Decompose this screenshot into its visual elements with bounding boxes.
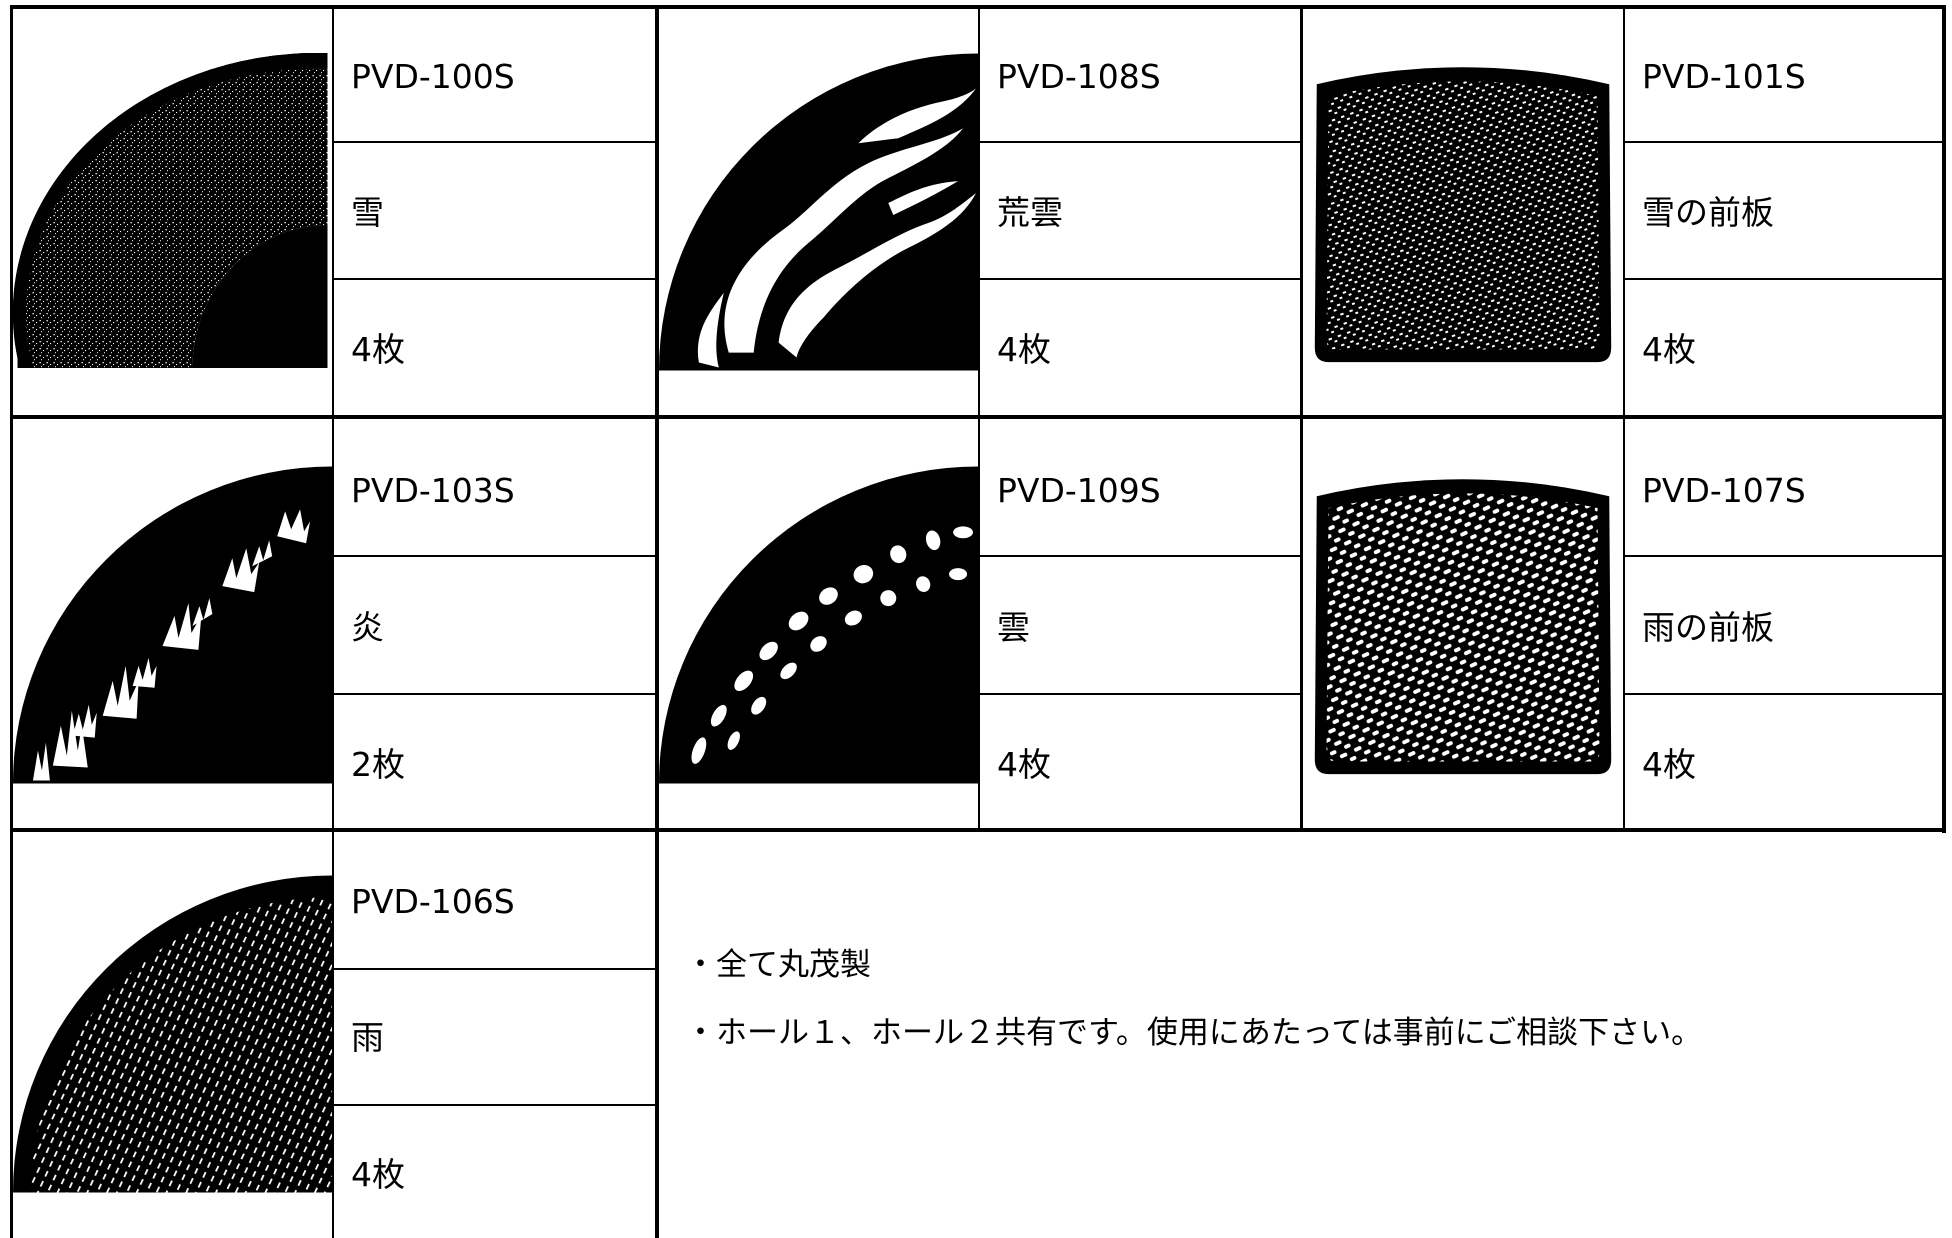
subrow-line — [978, 693, 1302, 695]
snow-front-plate-icon — [1314, 67, 1612, 363]
rain-front-plate-icon — [1314, 479, 1612, 775]
subrow-line — [332, 555, 657, 557]
item-code-pvd-106s: PVD-106S — [351, 882, 515, 921]
item-name: 炎 — [351, 608, 384, 647]
item-name: 雪の前板 — [1642, 193, 1774, 232]
item-qty: 4枚 — [351, 1155, 405, 1194]
col-divider-d — [1300, 5, 1303, 830]
item-name: 雨 — [351, 1018, 384, 1057]
item-code-pvd-107s: PVD-107S — [1642, 471, 1806, 510]
col-divider-a — [332, 5, 334, 1238]
subrow-line — [332, 968, 657, 970]
subrow-line — [1623, 278, 1945, 280]
note-manufacturer: ・全て丸茂製 — [685, 947, 871, 983]
note-shared-usage: ・ホール１、ホール２共有です。使用にあたっては事前にご相談下さい。 — [685, 1015, 1703, 1051]
flame-quarter-disc-icon — [13, 466, 332, 784]
col-divider-b — [655, 5, 659, 1238]
subrow-line — [978, 555, 1302, 557]
item-qty: 2枚 — [351, 745, 405, 784]
item-code-pvd-103s: PVD-103S — [351, 471, 515, 510]
rain-quarter-disc-icon — [13, 875, 332, 1193]
item-code-pvd-101s: PVD-101S — [1642, 57, 1806, 96]
subrow-line — [1623, 555, 1945, 557]
notes-block: ・全て丸茂製 ・ホール１、ホール２共有です。使用にあたっては事前にご相談下さい。 — [685, 950, 1702, 1086]
item-name: 雨の前板 — [1642, 608, 1774, 647]
row-divider-2 — [10, 828, 1946, 832]
item-name: 雲 — [997, 608, 1030, 647]
subrow-line — [332, 278, 657, 280]
item-name: 荒雲 — [997, 193, 1063, 232]
subrow-line — [332, 141, 657, 143]
item-qty: 4枚 — [351, 330, 405, 369]
item-code-pvd-108s: PVD-108S — [997, 57, 1161, 96]
item-qty: 4枚 — [1642, 330, 1696, 369]
snow-quarter-disc-icon — [13, 53, 328, 368]
rough-clouds-quarter-disc-icon — [659, 53, 978, 371]
subrow-line — [332, 1104, 657, 1106]
col-divider-c — [978, 5, 980, 830]
item-qty: 4枚 — [997, 330, 1051, 369]
item-code-pvd-109s: PVD-109S — [997, 471, 1161, 510]
subrow-line — [332, 693, 657, 695]
item-qty: 4枚 — [1642, 745, 1696, 784]
col-divider-e — [1623, 5, 1625, 830]
clouds-quarter-disc-icon — [659, 466, 978, 784]
border-right — [1942, 5, 1946, 833]
border-left — [10, 5, 13, 1238]
subrow-line — [1623, 141, 1945, 143]
item-code-pvd-100s: PVD-100S — [351, 57, 515, 96]
subrow-line — [978, 141, 1302, 143]
item-qty: 4枚 — [997, 745, 1051, 784]
item-name: 雪 — [351, 193, 384, 232]
subrow-line — [1623, 693, 1945, 695]
subrow-line — [978, 278, 1302, 280]
